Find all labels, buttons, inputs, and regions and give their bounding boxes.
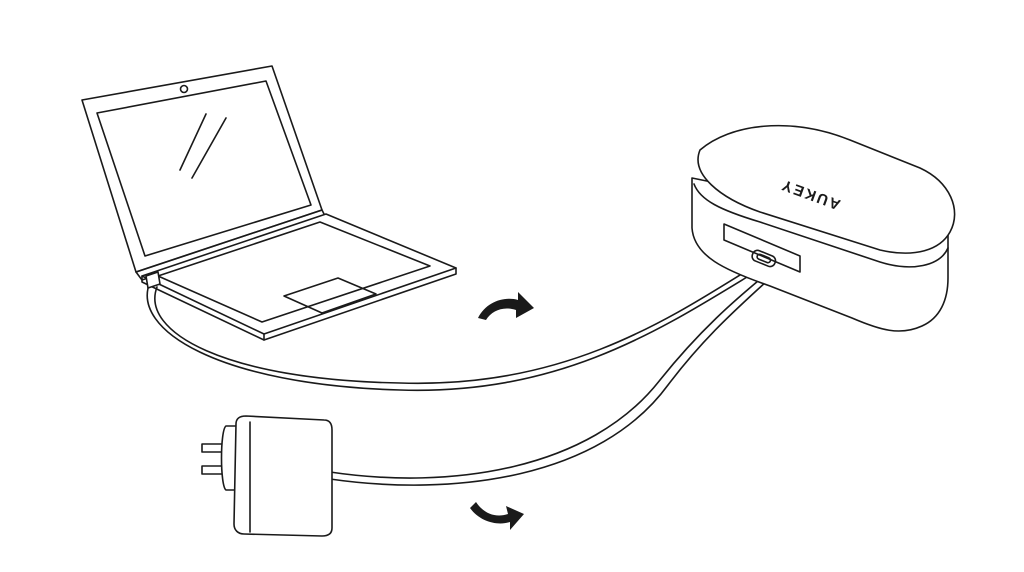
earbuds-charging-case-icon: AUKEY	[691, 124, 956, 332]
wall-charger-icon	[201, 415, 333, 537]
usb-cable-laptop	[146, 269, 753, 392]
laptop-icon	[81, 65, 457, 341]
curved-arrow-icon	[470, 502, 524, 530]
usb-cable-charger	[329, 275, 769, 486]
curved-arrow-icon	[478, 292, 534, 320]
